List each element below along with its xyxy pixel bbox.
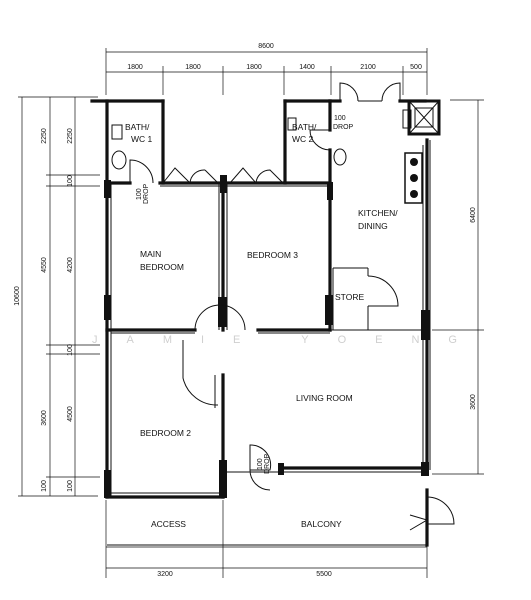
kitchen-label-line2: DINING (358, 221, 388, 231)
drop2-value: 100 (334, 115, 346, 122)
drop3-value: 100 (257, 458, 264, 470)
drop1-value: 100 (136, 188, 143, 200)
main-bedroom-label-line2: BEDROOM (140, 262, 184, 272)
left-dimensions: 10600 2250 4550 3600 100 2250 100 4200 1… (14, 96, 100, 497)
dim-left-mid-3: 3600 (41, 410, 48, 426)
drop-annotations: 100 DROP 100 DROP 100 DROP (136, 115, 354, 474)
kitchen-label-line1: KITCHEN/ (358, 208, 398, 218)
dim-left-inner-5: 4500 (67, 406, 74, 422)
room-labels: BATH/ WC 1 BATH/ WC 2 KITCHEN/ DINING MA… (125, 122, 398, 529)
bath-wc2-label-line2: WC 2 (292, 134, 314, 144)
dim-left-inner-4: 100 (67, 344, 74, 356)
dim-left-inner-1: 2250 (67, 128, 74, 144)
bath-wc2-label-line1: BATH/ (292, 122, 317, 132)
dim-top-3: 1800 (246, 64, 262, 71)
dim-left-mid-2: 4550 (41, 257, 48, 273)
dim-bottom-2: 5500 (316, 571, 332, 578)
doors (129, 82, 455, 531)
dim-top-2: 1800 (185, 64, 201, 71)
living-room-label: LIVING ROOM (296, 393, 353, 403)
balcony-label: BALCONY (301, 519, 342, 529)
columns (104, 175, 430, 498)
fixtures (111, 109, 423, 204)
dim-left-inner-2: 100 (67, 175, 74, 187)
dim-left-mid-1: 2250 (41, 128, 48, 144)
dim-left-inner-3: 4200 (67, 257, 74, 273)
dim-left-inner-6: 100 (67, 480, 74, 492)
service-duct (407, 99, 441, 136)
bedroom3-label: BEDROOM 3 (247, 250, 298, 260)
dim-left-overall: 10600 (14, 286, 21, 306)
dim-bottom-1: 3200 (157, 571, 173, 578)
drop2-text: DROP (333, 124, 354, 131)
dim-top-4: 1400 (299, 64, 315, 71)
right-dimensions: 6400 3600 (432, 99, 484, 475)
bottom-dimensions: 3200 5500 (105, 500, 428, 578)
access-label: ACCESS (151, 519, 186, 529)
walls (90, 99, 429, 547)
drop1-text: DROP (143, 183, 150, 204)
dim-right-1: 6400 (470, 207, 477, 223)
dim-right-2: 3600 (470, 394, 477, 410)
drop3-text: DROP (264, 453, 271, 474)
dim-left-mid-4: 100 (41, 480, 48, 492)
dim-top-5: 2100 (360, 64, 376, 71)
dim-top-6: 500 (410, 64, 422, 71)
store-label: STORE (335, 292, 364, 302)
main-bedroom-label-line1: MAIN (140, 249, 161, 259)
dim-overall-width: 8600 (258, 43, 274, 50)
bath-wc1-label-line2: WC 1 (131, 134, 153, 144)
dim-top-1: 1800 (127, 64, 143, 71)
bedroom2-label: BEDROOM 2 (140, 428, 191, 438)
bath-wc1-label-line1: BATH/ (125, 122, 150, 132)
top-dimensions: 8600 1800 1800 1800 1400 2100 500 (105, 43, 428, 95)
